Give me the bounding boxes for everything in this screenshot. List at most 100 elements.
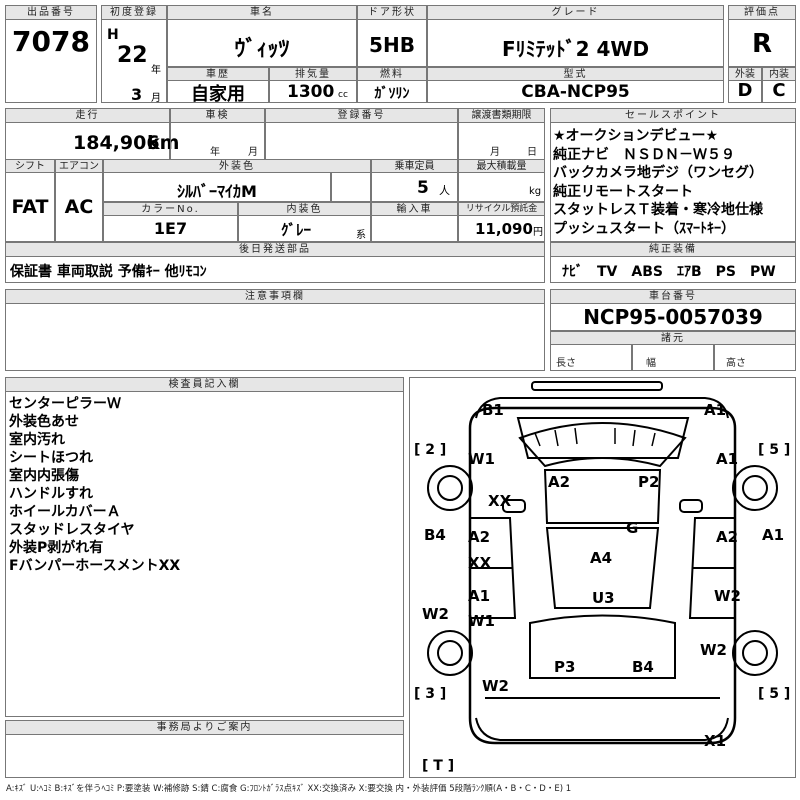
inspector-cell (5, 391, 404, 717)
displacement: 1300 (287, 82, 335, 102)
inspection-month: 月 (248, 147, 258, 158)
later-parts-value: 保証書 車両取説 予備ｷｰ 他ﾘﾓｺﾝ (10, 264, 207, 280)
sales-label: セールスポイント (550, 108, 796, 123)
length-label: 長さ (556, 358, 576, 369)
sales-item: バックカメラ地デジ（ワンセグ） (553, 165, 763, 181)
mileage-unit: km (147, 132, 180, 154)
inspector-item: ハンドルすれ (9, 486, 93, 502)
chassis-label: 車台番号 (550, 289, 796, 304)
inspector-item: FバンパーホースメントXX (9, 558, 181, 574)
transfer-month: 月 (490, 147, 500, 158)
mark: B1 (482, 401, 504, 419)
mark: XX (468, 554, 492, 572)
fuel-cell (357, 80, 427, 103)
history: 自家用 (191, 84, 245, 105)
exterior-cell (728, 80, 762, 103)
reg-month: 3 (131, 85, 143, 104)
inspection-label: 車検 (170, 108, 265, 123)
score-cell (728, 19, 796, 67)
body-color: ｼﾙﾊﾞｰﾏｲｶM (177, 182, 257, 201)
later-parts-label: 後日発送部品 (5, 242, 545, 257)
inspector-item: センターピラーＷ (9, 396, 121, 412)
mark: U3 (592, 589, 615, 607)
chassis-number: NCP95-0057039 (583, 305, 763, 329)
car-name-cell (167, 19, 357, 67)
sales-item: 純正ナビ ＮＳＤＮ－Ｗ５９ (553, 146, 735, 163)
first-reg-cell (101, 19, 167, 103)
interior-cell (762, 80, 796, 103)
recycle-cell (458, 215, 545, 242)
dims-length-cell (550, 344, 632, 371)
office-label: 事務局よりご案内 (5, 720, 404, 735)
mark: W2 (422, 605, 449, 623)
ac: AC (64, 196, 94, 218)
int-color-suffix: 系 (356, 230, 366, 241)
mark: A1 (716, 450, 738, 468)
inspection-year: 年 (210, 147, 220, 158)
load-label: 最大積載量 (458, 159, 545, 173)
mark: A2 (716, 528, 738, 546)
lot-label: 出品番号 (5, 5, 97, 20)
model-label: 型式 (427, 67, 724, 81)
reg-year-unit: 年 (151, 65, 161, 76)
score: R (751, 29, 773, 59)
lot-cell (5, 19, 97, 103)
dims-width-cell (632, 344, 714, 371)
later-parts-cell (5, 256, 545, 283)
shift: FAT (11, 196, 49, 218)
car-name-label: 車名 (167, 5, 357, 20)
color-cell (103, 172, 331, 202)
corner-label: [ 2 ] (414, 442, 446, 458)
sales-item: プッシュスタート（ｽﾏｰﾄｷｰ） (553, 220, 735, 237)
height-label: 高さ (726, 358, 746, 369)
inspector-item: 室内汚れ (9, 432, 65, 448)
equipment-label: 純正装備 (550, 242, 796, 257)
inspector-label: 検査員記入欄 (5, 377, 404, 392)
notes-label: 注意事項欄 (5, 289, 545, 304)
mark: W1 (468, 450, 495, 468)
model: CBA-NCP95 (521, 82, 630, 102)
int-color-cell (238, 215, 371, 242)
fuel: ｶﾞｿﾘﾝ (374, 86, 410, 102)
mark: B4 (424, 526, 446, 544)
grade-cell (427, 19, 724, 67)
dims-label: 諸元 (550, 331, 796, 345)
ac-cell (55, 172, 103, 242)
corner-label: [ 5 ] (758, 686, 790, 702)
corner-label: [ T ] (422, 758, 454, 774)
notes-cell (5, 303, 545, 371)
dims-height-cell (714, 344, 796, 371)
color-no: 1E7 (153, 219, 188, 238)
capacity-cell (371, 172, 458, 202)
sales-item: スタットレスＴ装着・寒冷地仕様 (553, 202, 763, 218)
era: H (107, 27, 119, 43)
door-label: ドア形状 (357, 5, 427, 20)
load-cell (458, 172, 545, 202)
model-cell (427, 80, 724, 103)
sales-item: 純正リモートスタート (553, 183, 693, 200)
lot-number: 7078 (12, 25, 90, 58)
damage-diagram: B1 A1 W1 A1 XX A2 P2 G B4 A2 XX A1 A2 A4… (409, 377, 796, 778)
load-unit: kg (529, 186, 542, 197)
corner-label: [ 3 ] (414, 686, 446, 702)
mark: B4 (632, 658, 654, 676)
reg-no-label: 登録番号 (265, 108, 458, 123)
recycle-label: リサイクル預託金 (458, 202, 545, 216)
door-cell (357, 19, 427, 67)
shift-label: シフト (5, 159, 55, 173)
ac-label: エアコン (55, 159, 103, 173)
width-label: 幅 (646, 358, 656, 369)
legend: A:ｷｽﾞ U:ﾍｺﾐ B:ｷｽﾞを伴うﾍｺﾐ P:要塗装 W:補修跡 S:錆 … (6, 784, 572, 794)
shift-cell (5, 172, 55, 242)
capacity: 5 (417, 178, 429, 198)
color-label: 外装色 (103, 159, 371, 173)
mark: X1 (704, 732, 726, 750)
sales-list: ★オークションデビュー★ 純正ナビ ＮＳＤＮ－Ｗ５９ バックカメラ地デジ（ワンセ… (553, 127, 763, 238)
mark: P3 (554, 658, 575, 676)
exterior-grade: D (737, 80, 753, 101)
car-name: ｳﾞｨｯﾂ (234, 37, 290, 62)
mark: A2 (548, 473, 570, 491)
chassis-cell (550, 303, 796, 331)
inspector-item: 外装P剥がれ有 (9, 540, 104, 556)
import-cell (371, 215, 458, 242)
